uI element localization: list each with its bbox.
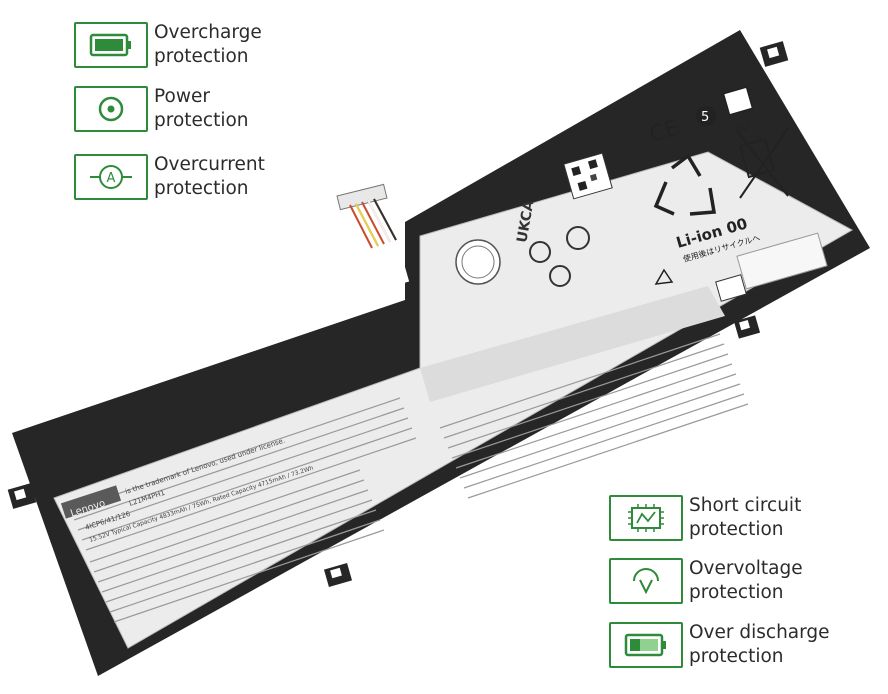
- feature-overvoltage: Overvoltage protection: [609, 557, 803, 605]
- feature-label-line1: Overcharge: [154, 22, 262, 43]
- qr-code-icon: [715, 274, 747, 302]
- power-icon: [74, 86, 148, 132]
- warning-icon: [654, 268, 674, 285]
- feature-label-line1: Short circuit: [689, 495, 802, 516]
- feature-label-line2: protection: [154, 110, 249, 131]
- feature-overcurrent: A Overcurrent protection: [74, 153, 265, 201]
- feature-label-line1: Overcurrent: [154, 154, 265, 175]
- circuit-board-icon: [609, 495, 683, 541]
- feature-label: Over discharge protection: [689, 621, 830, 669]
- qr-code-icon: [563, 152, 613, 200]
- feature-label-line1: Over discharge: [689, 622, 830, 643]
- feature-short-circuit: Short circuit protection: [609, 494, 801, 542]
- feature-label-line2: protection: [689, 519, 784, 540]
- feature-label: Overvoltage protection: [689, 557, 803, 605]
- battery-low-icon: [609, 622, 683, 668]
- feature-label: Short circuit protection: [689, 494, 801, 542]
- feature-label-line2: protection: [154, 178, 249, 199]
- battery-connector: [336, 183, 397, 249]
- ammeter-icon: A: [74, 154, 148, 200]
- ukca-mark: UKCA: [514, 199, 537, 244]
- voltmeter-icon: [609, 558, 683, 604]
- feature-over-discharge: Over discharge protection: [609, 621, 830, 669]
- feature-label-line2: protection: [154, 46, 249, 67]
- feature-label: Power protection: [154, 85, 249, 133]
- svg-text:5: 5: [701, 110, 709, 125]
- feature-label-line2: protection: [689, 646, 784, 667]
- feature-label: Overcharge protection: [154, 21, 262, 69]
- feature-label: Overcurrent protection: [154, 153, 265, 201]
- feature-label-line1: Overvoltage: [689, 558, 803, 579]
- eu-mark: EU: [736, 122, 751, 135]
- recycle-icon: [653, 153, 717, 216]
- crossed-bin-icon: [735, 127, 789, 199]
- feature-overcharge: Overcharge protection: [74, 21, 262, 69]
- feature-label-line1: Power: [154, 86, 210, 107]
- svg-text:A: A: [107, 171, 116, 186]
- battery-full-icon: [74, 22, 148, 68]
- feature-power: Power protection: [74, 85, 249, 133]
- feature-label-line2: protection: [689, 582, 784, 603]
